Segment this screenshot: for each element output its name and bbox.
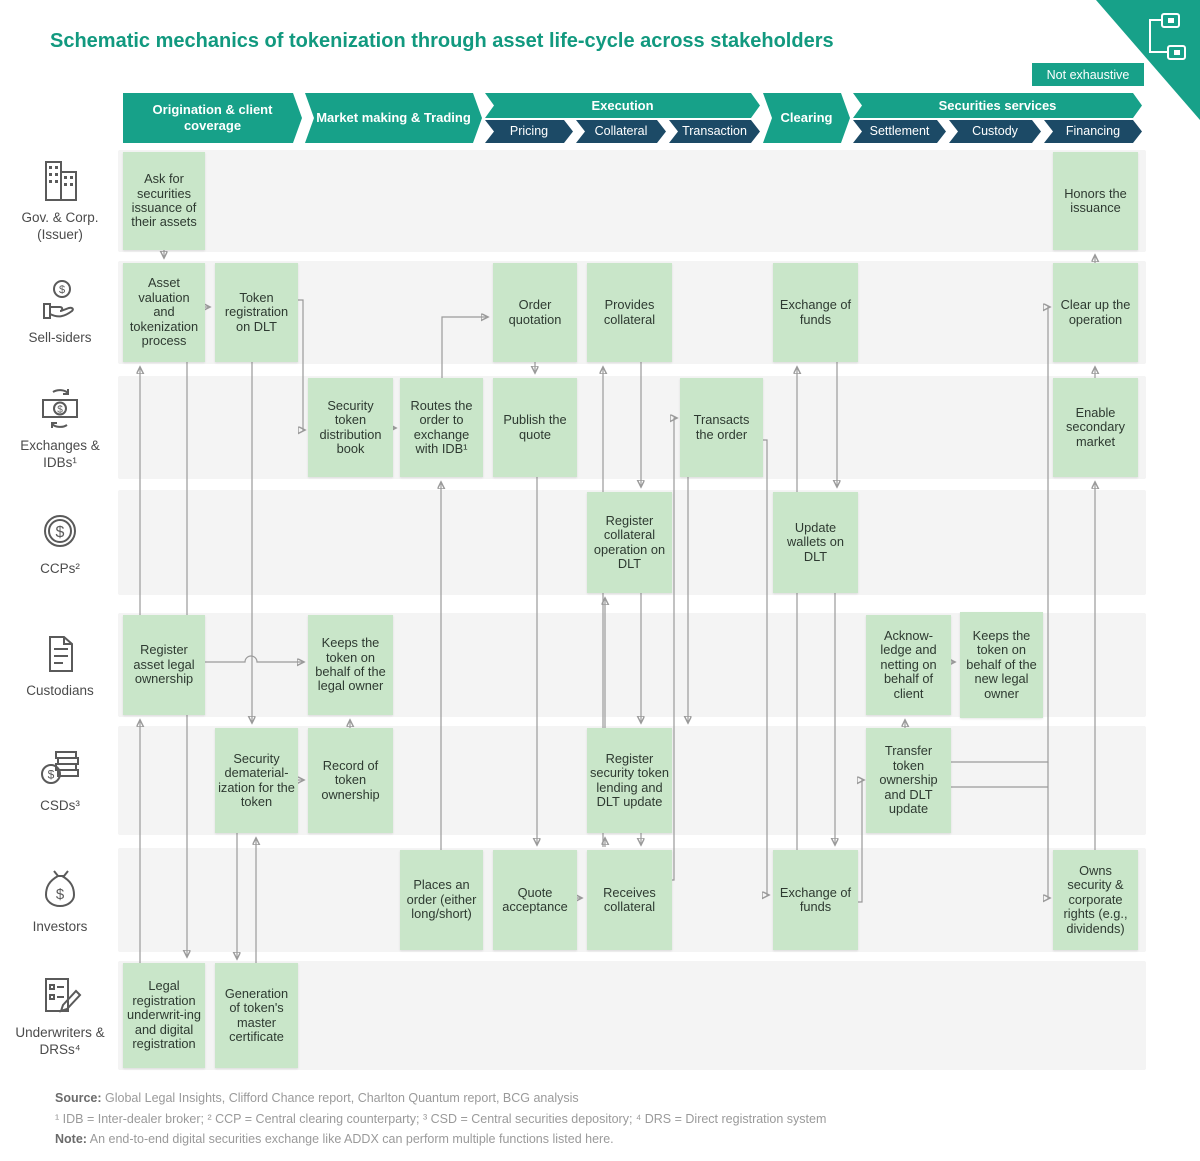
note-text: An end-to-end digital securities exchang… xyxy=(86,1132,614,1147)
node-keeps-token-legal-owner: Keeps the token on behalf of the legal o… xyxy=(308,615,393,715)
node-transfer-token-ownership: Transfer token ownership and DLT update xyxy=(866,728,951,833)
node-acknowledge-netting: Acknow-ledge and netting on behalf of cl… xyxy=(866,615,951,715)
node-order-quotation: Order quotation xyxy=(493,263,577,362)
document-icon xyxy=(36,631,84,677)
node-security-dematerialization: Security dematerial-ization for the toke… xyxy=(215,728,298,833)
lane-band xyxy=(118,150,1146,252)
node-update-wallets: Update wallets on DLT xyxy=(773,492,858,593)
not-exhaustive-badge: Not exhaustive xyxy=(1032,63,1144,86)
node-ask-securities: Ask for securities issuance of their ass… xyxy=(123,152,205,250)
phase-execution-collateral: Collateral xyxy=(576,120,666,143)
lane-underwriters-drss: Underwriters & DRSs⁴ xyxy=(6,961,114,1070)
node-transacts-order: Transacts the order xyxy=(680,378,763,477)
node-keeps-token-new-owner: Keeps the token on behalf of the new leg… xyxy=(960,612,1043,718)
lane-label: CSDs³ xyxy=(40,798,80,814)
page-title: Schematic mechanics of tokenization thro… xyxy=(50,30,834,52)
note-label: Note: xyxy=(55,1132,87,1147)
phase-securities-custody: Custody xyxy=(949,120,1041,143)
node-register-asset-legal: Register asset legal ownership xyxy=(123,615,205,715)
node-legal-registration: Legal registration underwrit-ing and dig… xyxy=(123,963,205,1068)
node-receives-collateral: Receives collateral xyxy=(587,850,672,950)
lane-issuer: Gov. & Corp. (Issuer) xyxy=(6,150,114,252)
coins-stack-icon: $ xyxy=(36,746,84,792)
node-owns-security-rights: Owns security & corporate rights (e.g., … xyxy=(1053,850,1138,950)
svg-text:$: $ xyxy=(56,524,65,541)
lane-label: Investors xyxy=(32,918,88,934)
phase-securities-services: Securities services xyxy=(853,93,1142,118)
source-line: Source: Global Legal Insights, Clifford … xyxy=(55,1088,1145,1109)
lane-band xyxy=(118,376,1146,479)
svg-text:$: $ xyxy=(56,886,65,903)
phase-market-making: Market making & Trading xyxy=(305,93,482,143)
footer-notes: Source: Global Legal Insights, Clifford … xyxy=(55,1088,1145,1150)
lane-ccps: $ CCPs² xyxy=(6,490,114,595)
phase-clearing: Clearing xyxy=(763,93,850,143)
lane-label: Exchanges & IDBs¹ xyxy=(20,437,100,470)
lane-label: Gov. & Corp. (Issuer) xyxy=(21,210,99,242)
lane-label: CCPs² xyxy=(40,561,80,577)
phase-origination: Origination & client coverage xyxy=(123,93,302,143)
phase-execution-pricing: Pricing xyxy=(485,120,573,143)
node-record-token-ownership: Record of token ownership xyxy=(308,728,393,833)
lane-investors: $ Investors xyxy=(6,848,114,952)
node-register-lending: Register security token lending and DLT … xyxy=(587,728,672,833)
lane-label: Underwriters & DRSs⁴ xyxy=(15,1024,105,1057)
phase-securities-financing: Financing xyxy=(1044,120,1142,143)
svg-text:$: $ xyxy=(59,284,65,296)
svg-text:$: $ xyxy=(48,768,55,782)
svg-text:$: $ xyxy=(57,404,63,415)
node-enable-secondary-market: Enable secondary market xyxy=(1053,378,1138,477)
node-asset-valuation: Asset valuation and tokenization process xyxy=(123,263,205,362)
node-routes-order: Routes the order to exchange with IDB¹ xyxy=(400,378,483,477)
phase-execution-transaction: Transaction xyxy=(669,120,760,143)
node-security-token-distribution: Security token distribution book xyxy=(308,378,393,477)
lane-exchanges-idbs: $ Exchanges & IDBs¹ xyxy=(6,376,114,479)
document-pen-icon xyxy=(36,973,84,1019)
node-token-registration: Token registration on DLT xyxy=(215,263,298,362)
buildings-icon xyxy=(36,158,84,204)
node-clear-up-operation: Clear up the operation xyxy=(1053,263,1138,362)
lane-custodians: Custodians xyxy=(6,613,114,717)
footnotes-line: ¹ IDB = Inter-dealer broker; ² CCP = Cen… xyxy=(55,1111,827,1126)
phase-securities-settlement: Settlement xyxy=(853,120,946,143)
node-exchange-of-funds-investor: Exchange of funds xyxy=(773,850,858,950)
lane-sell-siders: $ Sell-siders xyxy=(6,261,114,364)
lane-label: Sell-siders xyxy=(28,330,92,346)
coin-icon: $ xyxy=(36,507,84,555)
source-label: Source: xyxy=(55,1091,102,1105)
node-places-order: Places an order (either long/short) xyxy=(400,850,483,950)
money-bag-icon: $ xyxy=(36,865,84,913)
source-text: Global Legal Insights, Clifford Chance r… xyxy=(101,1091,579,1105)
lane-csds: $ CSDs³ xyxy=(6,726,114,835)
lane-label: Custodians xyxy=(26,682,94,698)
hand-coin-icon: $ xyxy=(36,278,84,324)
node-honors-issuance: Honors the issuance xyxy=(1053,152,1138,250)
node-provides-collateral: Provides collateral xyxy=(587,263,672,362)
node-publish-quote: Publish the quote xyxy=(493,378,577,477)
bill-exchange-icon: $ xyxy=(36,384,84,432)
node-exchange-of-funds-sell: Exchange of funds xyxy=(773,263,858,362)
note-line: Note: An end-to-end digital securities e… xyxy=(55,1129,1145,1150)
phase-execution: Execution xyxy=(485,93,760,118)
node-register-collateral: Register collateral operation on DLT xyxy=(587,492,672,593)
node-generation-master-certificate: Generation of token's master certificate xyxy=(215,963,298,1068)
node-quote-acceptance: Quote acceptance xyxy=(493,850,577,950)
